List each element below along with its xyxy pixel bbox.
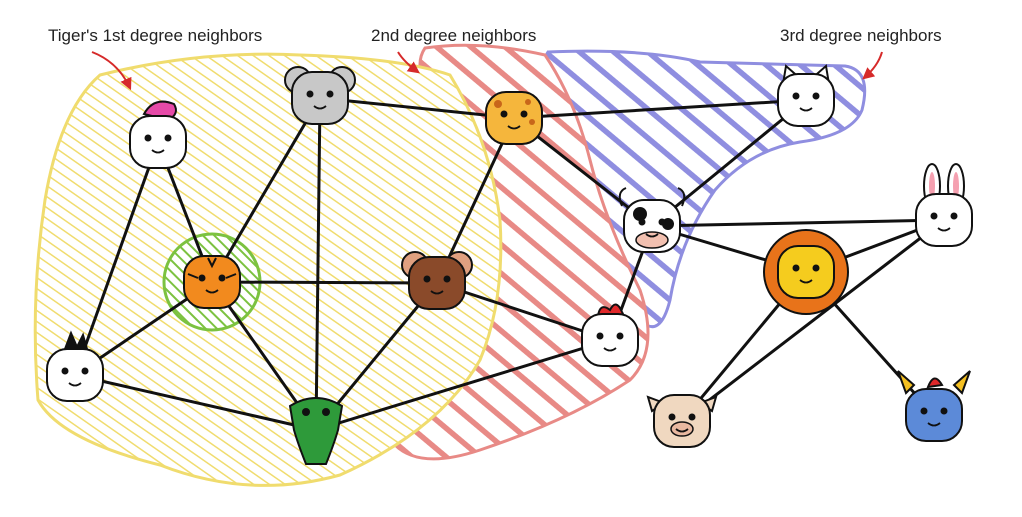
- rabbit-icon: [915, 163, 973, 247]
- chicken-icon: [581, 303, 639, 367]
- edge-crocodile-chicken: [315, 338, 611, 432]
- lion-icon: [763, 229, 849, 315]
- edge-zebra-crocodile: [74, 373, 317, 432]
- second-degree-label: 2nd degree neighbors: [371, 26, 537, 45]
- edge-tiger-monkey: [211, 280, 438, 285]
- second-degree-arrow: [397, 51, 420, 74]
- crocodile-icon: [288, 397, 344, 465]
- edge-rabbit-pig: [681, 218, 945, 423]
- unicorn-icon: [129, 100, 187, 169]
- edge-giraffe-cat: [513, 98, 807, 120]
- giraffe-icon: [485, 91, 543, 145]
- nodes: [46, 64, 973, 465]
- cow-icon: [618, 187, 686, 253]
- mouse-icon: [284, 66, 356, 125]
- zebra-icon: [46, 330, 104, 402]
- dragon-icon: [897, 370, 971, 442]
- monkey-icon: [401, 251, 473, 310]
- first-degree-arrow: [91, 51, 132, 91]
- edge-cow-rabbit: [651, 218, 945, 228]
- edge-cow-cat: [651, 98, 807, 228]
- edge-monkey-chicken: [436, 281, 611, 342]
- edge-mouse-giraffe: [319, 96, 515, 120]
- cat-icon: [777, 64, 835, 127]
- edge-mouse-tiger: [210, 97, 322, 283]
- tiger-icon: [183, 255, 241, 309]
- first-degree-label: Tiger's 1st degree neighbors: [48, 26, 263, 45]
- edge-mouse-crocodile: [314, 97, 322, 431]
- pig-icon: [646, 394, 718, 448]
- edge-unicorn-zebra: [73, 141, 160, 376]
- third-degree-label: 3rd degree neighbors: [780, 26, 942, 45]
- third-degree-arrow: [862, 51, 883, 80]
